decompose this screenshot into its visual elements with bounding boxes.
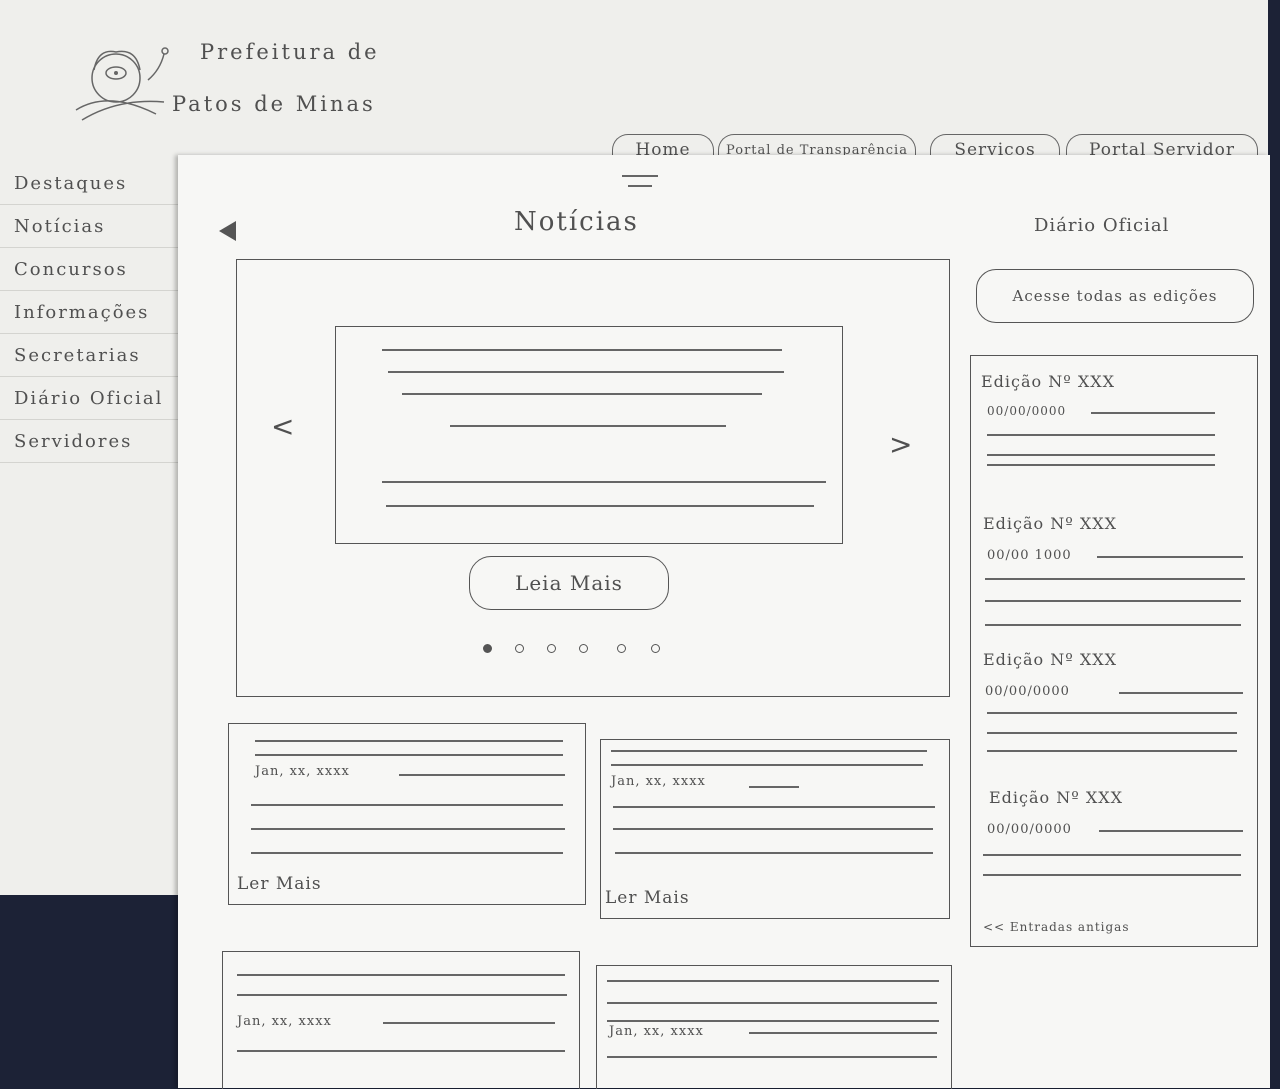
news-card[interactable]: Jan, xx, xxxx: [596, 965, 952, 1089]
carousel-dot-1[interactable]: [483, 644, 492, 653]
card-text-line: [613, 828, 933, 830]
carousel-prev-button[interactable]: <: [271, 410, 296, 443]
edition-text-line: [985, 600, 1241, 602]
news-card-ler-mais-link[interactable]: Ler Mais: [605, 888, 690, 908]
edition-text-line: [987, 434, 1215, 436]
carousel-dot-3[interactable]: [547, 644, 556, 653]
slide-text-line: [386, 505, 814, 507]
card-text-line: [615, 852, 933, 854]
card-text-line: [749, 786, 799, 788]
edition-date: 00/00/0000: [987, 404, 1067, 418]
news-card[interactable]: Jan, xx, xxxx Ler Mais: [600, 739, 950, 919]
edition-text-line: [983, 854, 1241, 856]
slide-text-line: [382, 481, 826, 483]
edition-text-line: [983, 874, 1241, 876]
card-text-line: [607, 1002, 937, 1004]
edition-text-line: [987, 732, 1237, 734]
card-text-line: [237, 974, 565, 976]
edition-item[interactable]: Edição Nº XXX 00/00/0000: [971, 788, 1257, 898]
edition-text-line: [987, 464, 1215, 466]
news-card[interactable]: Jan, xx, xxxx: [222, 951, 580, 1089]
sidebar-item-servidores[interactable]: Servidores: [0, 420, 208, 463]
edition-date: 00/00 1000: [987, 548, 1072, 563]
news-card-date: Jan, xx, xxxx: [609, 1024, 704, 1039]
card-text-line: [251, 804, 563, 806]
edition-text-line: [1097, 556, 1243, 558]
leia-mais-button[interactable]: Leia Mais: [469, 556, 669, 610]
edition-item[interactable]: Edição Nº XXX 00/00 1000: [971, 514, 1257, 626]
sidebar-item-concursos[interactable]: Concursos: [0, 248, 208, 291]
sidebar-item-informacoes[interactable]: Informações: [0, 291, 208, 334]
card-text-line: [399, 774, 565, 776]
edition-text-line: [1119, 692, 1243, 694]
sidebar-item-secretarias[interactable]: Secretarias: [0, 334, 208, 377]
card-text-line: [749, 1032, 937, 1034]
slide-text-line: [402, 393, 762, 395]
collapse-arrow-icon[interactable]: [216, 219, 238, 243]
sidebar-item-destaques[interactable]: Destaques: [0, 162, 208, 205]
carousel-next-button[interactable]: >: [889, 428, 914, 461]
news-title: Notícias: [514, 207, 639, 237]
edition-text-line: [987, 454, 1215, 456]
edition-text-line: [985, 624, 1241, 626]
edition-title: Edição Nº XXX: [983, 514, 1118, 533]
news-card-date: Jan, xx, xxxx: [237, 1014, 332, 1029]
sidebar: Destaques Notícias Concursos Informações…: [0, 162, 208, 463]
carousel-slide: [335, 326, 843, 544]
handle-line-1: [622, 175, 658, 177]
slide-text-line: [450, 425, 726, 427]
slide-text-line: [388, 371, 784, 373]
older-entries-link[interactable]: << Entradas antigas: [983, 920, 1130, 934]
edition-text-line: [987, 712, 1237, 714]
edition-title: Edição Nº XXX: [981, 372, 1116, 391]
site-title-line1: Prefeitura de: [200, 40, 380, 64]
edition-item[interactable]: Edição Nº XXX 00/00/0000: [971, 372, 1257, 482]
carousel-dot-4[interactable]: [579, 644, 588, 653]
card-text-line: [607, 1056, 937, 1058]
editions-list: Edição Nº XXX 00/00/0000 Edição Nº XXX 0…: [970, 355, 1258, 947]
card-text-line: [613, 806, 935, 808]
news-card-date: Jan, xx, xxxx: [611, 774, 706, 789]
edition-text-line: [987, 750, 1237, 752]
acesse-edicoes-button[interactable]: Acesse todas as edições: [976, 269, 1254, 323]
edition-text-line: [1091, 412, 1215, 414]
edition-text-line: [985, 578, 1245, 580]
edition-item[interactable]: Edição Nº XXX 00/00/0000: [971, 650, 1257, 760]
sidebar-item-noticias[interactable]: Notícias: [0, 205, 208, 248]
card-text-line: [607, 1020, 939, 1022]
edition-date: 00/00/0000: [987, 822, 1072, 837]
front-sheet: Notícias < > Leia Mais Jan, xx, xxxx Ler…: [178, 155, 1270, 1089]
card-text-line: [237, 994, 567, 996]
news-card-date: Jan, xx, xxxx: [255, 764, 350, 779]
city-logo-icon: [75, 47, 169, 121]
card-text-line: [383, 1022, 555, 1024]
slide-text-line: [382, 349, 782, 351]
edition-date: 00/00/0000: [985, 684, 1070, 699]
sidebar-item-diario-oficial[interactable]: Diário Oficial: [0, 377, 208, 420]
card-text-line: [251, 828, 565, 830]
edition-title: Edição Nº XXX: [983, 650, 1118, 669]
carousel-dot-5[interactable]: [617, 644, 626, 653]
site-title-line2: Patos de Minas: [172, 92, 376, 116]
news-card-ler-mais-link[interactable]: Ler Mais: [237, 874, 322, 894]
card-text-line: [607, 980, 939, 982]
card-text-line: [611, 764, 923, 766]
carousel-dot-6[interactable]: [651, 644, 660, 653]
card-text-line: [255, 754, 563, 756]
card-text-line: [251, 852, 563, 854]
card-text-line: [611, 750, 927, 752]
diario-oficial-title: Diário Oficial: [1034, 215, 1170, 236]
edition-text-line: [1099, 830, 1243, 832]
card-text-line: [237, 1050, 565, 1052]
edition-title: Edição Nº XXX: [989, 788, 1124, 807]
news-card[interactable]: Jan, xx, xxxx Ler Mais: [228, 723, 586, 905]
handle-line-2: [628, 185, 652, 187]
card-text-line: [255, 740, 563, 742]
carousel-dot-2[interactable]: [515, 644, 524, 653]
news-carousel: < > Leia Mais: [236, 259, 950, 697]
